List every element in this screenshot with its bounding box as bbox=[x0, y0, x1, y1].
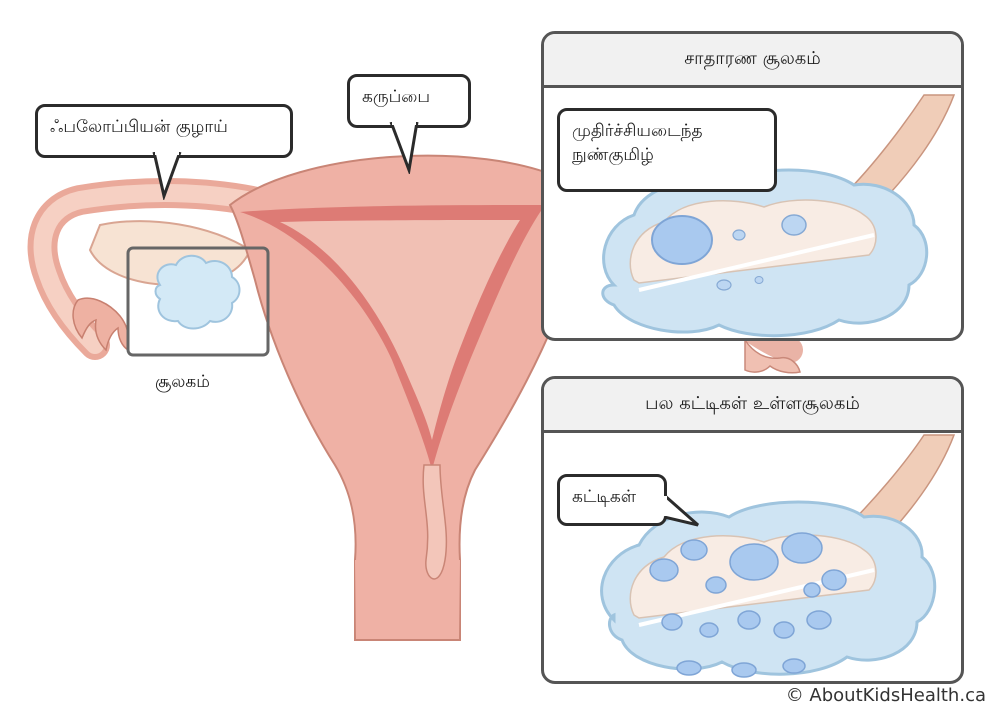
mature-follicle-label-line1: முதிர்ச்சியடைந்த bbox=[572, 121, 703, 141]
copyright-notice: © AboutKidsHealth.ca bbox=[785, 685, 986, 706]
cysts-label: கட்டிகள் bbox=[572, 487, 637, 507]
mature-follicle-callout: முதிர்ச்சியடைந்த நுண்குமிழ் bbox=[557, 108, 777, 192]
cyst bbox=[676, 660, 702, 676]
fallopian-tube-callout: ஃபலோப்பியன் குழாய் bbox=[35, 104, 293, 158]
cyst bbox=[661, 613, 683, 631]
cyst bbox=[781, 532, 823, 564]
polycystic-ovary-panel: பல கட்டிகள் உள்ளசூலகம் கட்டிகள் bbox=[541, 376, 964, 684]
cyst bbox=[729, 543, 779, 581]
cysts-callout: கட்டிகள் bbox=[557, 474, 667, 526]
cyst bbox=[699, 622, 719, 638]
cyst bbox=[806, 610, 832, 630]
normal-ovary-title: சாதாரண சூலகம் bbox=[544, 34, 961, 88]
right-fimbriae bbox=[744, 337, 801, 374]
cyst bbox=[803, 582, 821, 598]
ovary-highlight-box bbox=[126, 246, 270, 357]
ovary-label: சூலகம் bbox=[155, 372, 210, 392]
fallopian-tube-label: ஃபலோப்பியன் குழாய் bbox=[50, 117, 228, 137]
cyst bbox=[821, 569, 847, 591]
uterus-callout: கருப்பை bbox=[347, 74, 471, 128]
cyst bbox=[705, 576, 727, 594]
cyst bbox=[773, 621, 795, 639]
left-ovary bbox=[154, 254, 241, 330]
cysts-callout-tail bbox=[664, 493, 699, 527]
cyst bbox=[782, 658, 806, 674]
uterus-callout-tail bbox=[389, 122, 419, 174]
cyst bbox=[680, 539, 708, 561]
polycystic-ovary-title: பல கட்டிகள் உள்ளசூலகம் bbox=[544, 379, 961, 433]
normal-ovary-panel: சாதாரண சூலகம் முதிர்ச்சியடைந்த நுண்குமிழ… bbox=[541, 31, 964, 341]
cervix bbox=[422, 464, 448, 580]
left-fimbriae bbox=[72, 297, 130, 352]
cyst bbox=[737, 610, 761, 630]
mature-follicle-label-line2: நுண்குமிழ் bbox=[572, 145, 654, 165]
polycystic-ovary-illustration bbox=[600, 434, 956, 678]
normal-ovary-illustration bbox=[601, 94, 956, 338]
uterus-label: கருப்பை bbox=[362, 87, 431, 107]
fallopian-tube-callout-tail bbox=[152, 152, 182, 200]
cyst bbox=[649, 558, 679, 582]
cyst bbox=[731, 662, 757, 678]
